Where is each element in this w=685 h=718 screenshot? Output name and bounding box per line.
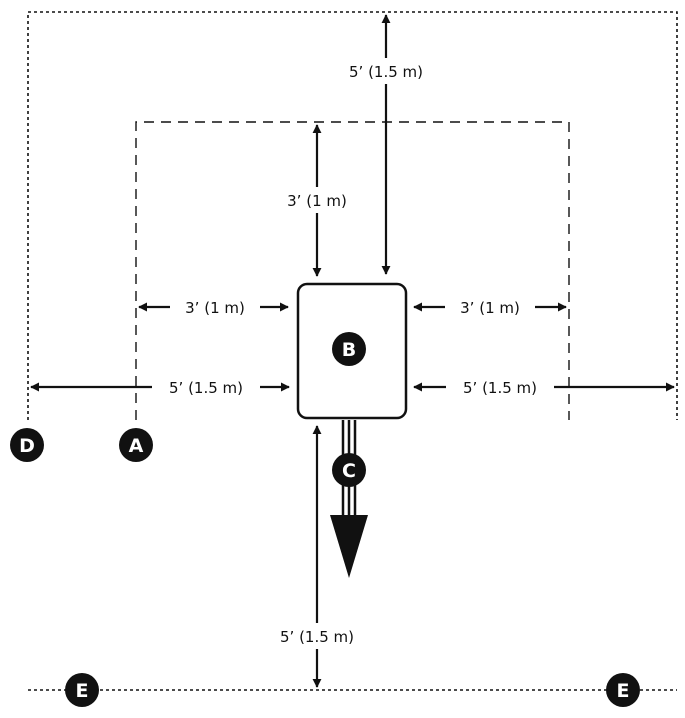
vent-pipe (330, 420, 368, 578)
right-outer-label: 5’ (1.5 m) (463, 379, 537, 397)
right-outer-label-bg (446, 375, 554, 399)
top-inner-label: 3’ (1 m) (287, 192, 347, 210)
marker-e-right-label: E (617, 680, 630, 702)
vent-arrow-icon (330, 515, 368, 578)
marker-e-left: E (65, 673, 99, 707)
left-outer-label: 5’ (1.5 m) (169, 379, 243, 397)
marker-e-right: E (606, 673, 640, 707)
outer-clearance-boundary (27, 11, 678, 420)
marker-a-label: A (129, 435, 144, 457)
left-inner-label-bg (170, 295, 260, 319)
marker-a: A (119, 428, 153, 462)
marker-d-label: D (19, 435, 35, 457)
top-outer-label: 5’ (1.5 m) (349, 63, 423, 81)
bottom-label-bg (266, 623, 370, 649)
marker-c-label: C (342, 460, 356, 482)
top-outer-label-bg (334, 58, 438, 84)
marker-b-label: B (342, 339, 356, 361)
right-inner-label: 3’ (1 m) (460, 299, 520, 317)
marker-d: D (10, 428, 44, 462)
marker-c: C (332, 453, 366, 487)
bottom-label: 5’ (1.5 m) (280, 628, 354, 646)
left-inner-label: 3’ (1 m) (185, 299, 245, 317)
top-inner-label-bg (277, 187, 357, 213)
left-outer-label-bg (152, 375, 260, 399)
marker-b: B (332, 332, 366, 366)
right-inner-label-bg (445, 295, 535, 319)
marker-e-left-label: E (76, 680, 89, 702)
inner-clearance-boundary (135, 121, 570, 420)
